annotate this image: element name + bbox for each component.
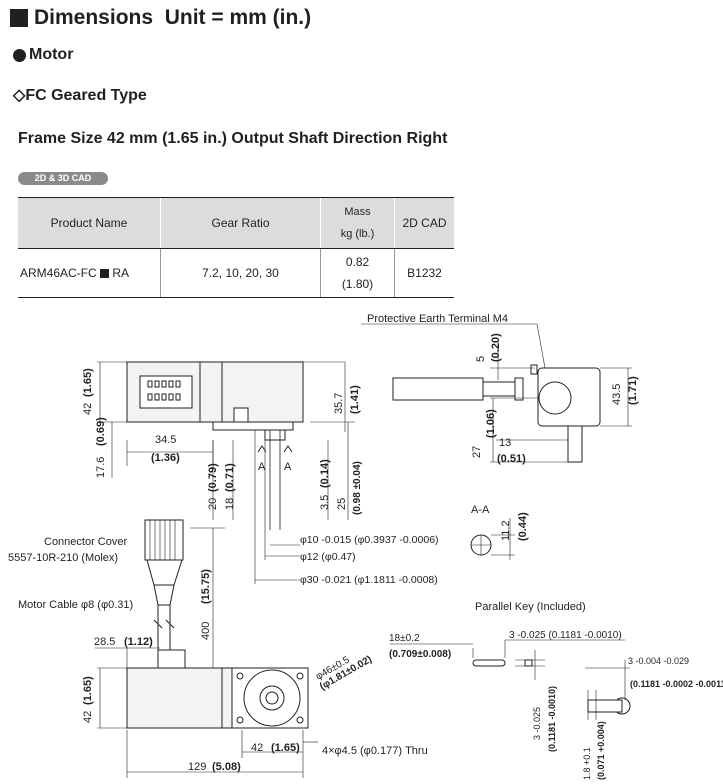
phi10-label: φ10 -0.015 (φ0.3937 -0.0006) xyxy=(300,534,439,546)
svg-text:18: 18 xyxy=(224,498,236,510)
svg-text:13: 13 xyxy=(499,437,511,449)
svg-text:35.7: 35.7 xyxy=(333,393,345,414)
svg-text:(0.14): (0.14) xyxy=(319,459,331,488)
cad-badge[interactable]: 2D & 3D CAD xyxy=(18,172,108,185)
svg-text:3.5: 3.5 xyxy=(319,495,331,510)
parallel-key-top xyxy=(472,659,506,667)
svg-text:(1.41): (1.41) xyxy=(349,385,361,414)
col-mass: Mass kg (lb.) xyxy=(320,197,395,249)
table-header-row: Product Name Gear Ratio Mass kg (lb.) 2D… xyxy=(18,197,454,249)
svg-text:(0.44): (0.44) xyxy=(517,512,529,541)
col-2d-cad: 2D CAD xyxy=(394,197,454,249)
svg-text:(15.75): (15.75) xyxy=(200,569,212,604)
svg-text:17.6: 17.6 xyxy=(95,457,107,478)
output-shaft-side xyxy=(567,425,583,463)
svg-text:5: 5 xyxy=(475,356,487,362)
section-marker-a-left: A xyxy=(258,461,266,473)
col-gear-ratio: Gear Ratio xyxy=(160,197,321,249)
svg-text:(0.71): (0.71) xyxy=(224,463,236,492)
svg-text:(5.08): (5.08) xyxy=(212,761,241,773)
svg-text:(0.98 ±0.04): (0.98 ±0.04) xyxy=(352,461,363,515)
phi12-label: φ12 (φ0.47) xyxy=(300,551,356,563)
svg-text:25: 25 xyxy=(336,498,348,510)
subcategory-heading: ◇FC Geared Type xyxy=(13,87,147,104)
svg-text:(0.709±0.008): (0.709±0.008) xyxy=(389,649,451,660)
svg-text:(1.06): (1.06) xyxy=(485,409,497,438)
parallel-key-title: Parallel Key (Included) xyxy=(475,601,586,613)
svg-text:(1.65): (1.65) xyxy=(82,676,94,705)
gearhead-flange xyxy=(231,667,309,729)
svg-text:3 -0.004 -0.029: 3 -0.004 -0.029 xyxy=(628,656,689,666)
thru-hole-label: 4×φ4.5 (φ0.177) Thru xyxy=(322,745,428,757)
svg-text:3 -0.025 (0.1181 -0.0010): 3 -0.025 (0.1181 -0.0010) xyxy=(509,630,622,641)
svg-text:34.5: 34.5 xyxy=(155,434,176,446)
svg-text:(1.65): (1.65) xyxy=(271,742,300,754)
svg-text:11.2: 11.2 xyxy=(500,520,512,541)
svg-text:20: 20 xyxy=(207,498,219,510)
gearhead-side xyxy=(537,367,601,427)
svg-text:(0.071 +0.004): (0.071 +0.004) xyxy=(596,721,606,780)
svg-text:42: 42 xyxy=(82,403,94,415)
svg-text:(0.1181 -0.0002 -0.0011): (0.1181 -0.0002 -0.0011) xyxy=(630,679,723,689)
svg-text:18±0.2: 18±0.2 xyxy=(389,633,420,644)
spec-table: Product Name Gear Ratio Mass kg (lb.) 2D… xyxy=(18,197,454,298)
page-title: Dimensions Unit = mm (in.) xyxy=(10,6,311,30)
svg-text:(0.69): (0.69) xyxy=(95,417,107,446)
svg-text:(1.65): (1.65) xyxy=(82,368,94,397)
connector-pins xyxy=(147,380,181,401)
connector-cover xyxy=(144,519,184,561)
svg-text:(1.12): (1.12) xyxy=(124,636,153,648)
svg-text:3 -0.025: 3 -0.025 xyxy=(532,707,542,740)
circle-bullet-icon xyxy=(13,48,26,62)
svg-text:(1.71): (1.71) xyxy=(627,376,639,405)
svg-text:(0.1181 -0.0010): (0.1181 -0.0010) xyxy=(547,686,557,752)
motor-cable-label: Motor Cable φ8 (φ0.31) xyxy=(18,599,133,611)
svg-text:42: 42 xyxy=(251,742,263,754)
svg-text:A-A: A-A xyxy=(471,504,490,516)
svg-text:129: 129 xyxy=(188,761,206,773)
svg-text:(1.36): (1.36) xyxy=(151,452,180,464)
connector-part-label: 5557-10R-210 (Molex) xyxy=(8,552,118,564)
svg-text:43.5: 43.5 xyxy=(611,384,623,405)
cell-gear-ratio: 7.2, 10, 20, 30 xyxy=(160,248,321,298)
svg-text:27: 27 xyxy=(471,446,483,458)
gearhead-outline xyxy=(243,669,301,727)
frame-size-heading: Frame Size 42 mm (1.65 in.) Output Shaft… xyxy=(18,130,448,147)
category-heading: Motor xyxy=(13,46,73,64)
square-bullet-icon xyxy=(10,9,28,27)
svg-text:(0.20): (0.20) xyxy=(490,333,502,362)
svg-text:(0.51): (0.51) xyxy=(497,453,526,465)
table-row: ARM46AC-FC RA 7.2, 10, 20, 30 0.82(1.80)… xyxy=(18,248,454,298)
diamond-bullet-icon: ◇ xyxy=(13,87,26,104)
cell-2d-cad[interactable]: B1232 xyxy=(394,248,454,298)
connector-cover-label: Connector Cover xyxy=(44,536,127,548)
svg-text:1.8 +0.1: 1.8 +0.1 xyxy=(582,747,592,780)
black-square-icon xyxy=(100,269,110,278)
svg-text:42: 42 xyxy=(82,711,94,723)
motor-body-end xyxy=(392,377,484,401)
svg-text:(0.79): (0.79) xyxy=(207,463,219,492)
cell-mass: 0.82(1.80) xyxy=(320,248,395,298)
svg-text:400: 400 xyxy=(200,622,212,640)
cell-product-name: ARM46AC-FC RA xyxy=(18,248,161,298)
section-marker-a-right: A xyxy=(284,461,292,473)
pe-terminal-label: Protective Earth Terminal M4 xyxy=(367,313,508,325)
col-product-name: Product Name xyxy=(18,197,161,249)
svg-text:28.5: 28.5 xyxy=(94,636,115,648)
output-shaft-top xyxy=(264,429,286,441)
phi30-label: φ30 -0.021 (φ1.1811 -0.0008) xyxy=(300,574,438,586)
